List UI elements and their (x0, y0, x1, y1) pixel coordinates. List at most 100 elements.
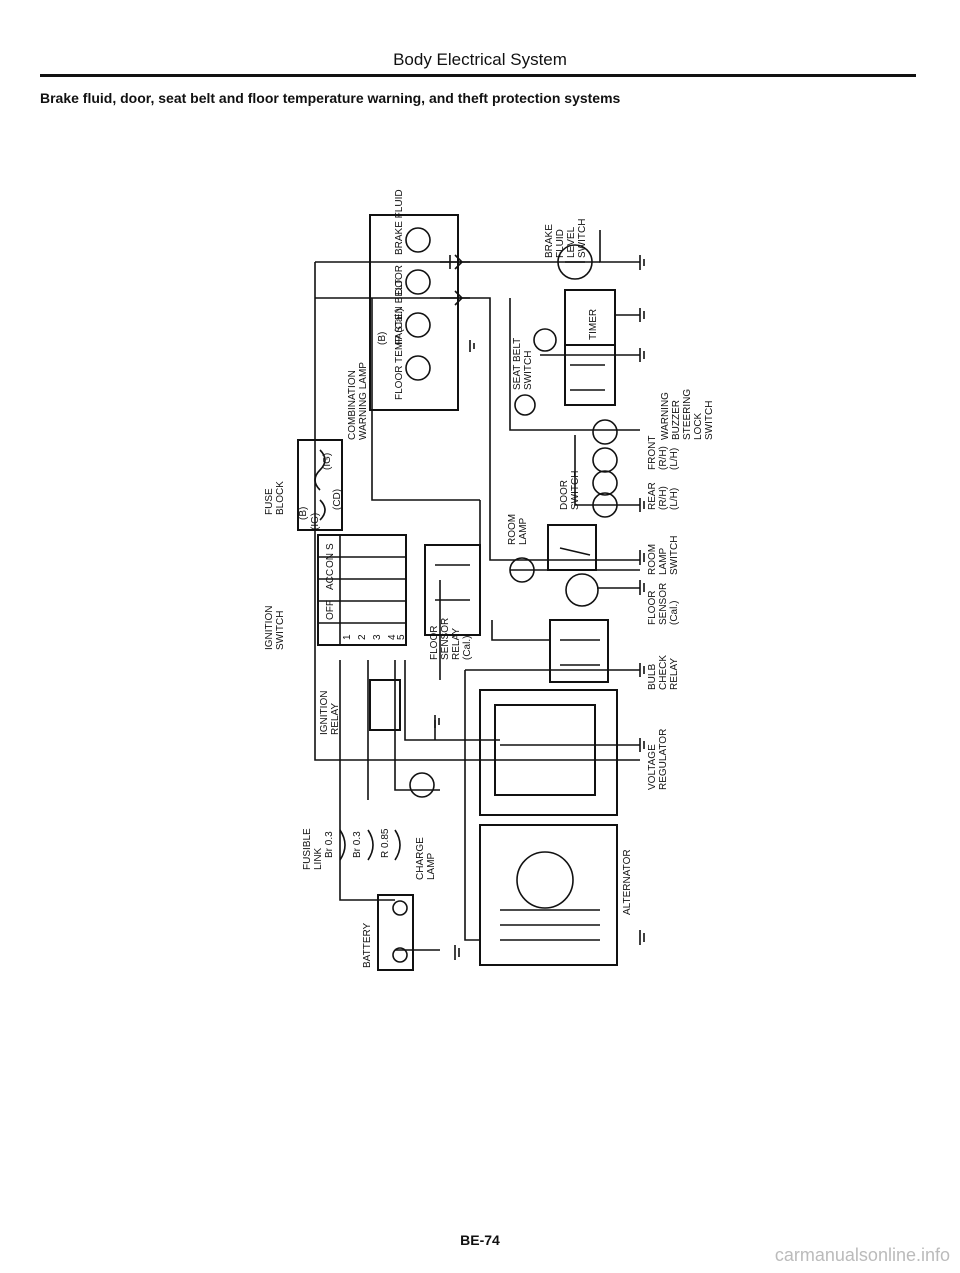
label-voltage-reg-1: VOLTAGE (647, 744, 658, 790)
svg-text:(IG): (IG) (310, 513, 321, 530)
svg-text:2: 2 (357, 634, 368, 640)
svg-text:SWITCH: SWITCH (570, 471, 581, 510)
label-front-3: (L/H) (669, 448, 680, 470)
label-ign-row-1: 1 (342, 634, 353, 640)
label-alternator: ALTERNATOR (622, 849, 633, 915)
svg-text:SWITCH: SWITCH (577, 219, 588, 258)
svg-text:LAMP: LAMP (658, 547, 669, 575)
svg-text:WARNING LAMP: WARNING LAMP (358, 362, 369, 440)
svg-text:LAMP: LAMP (426, 852, 437, 880)
svg-text:ACC: ACC (325, 569, 336, 590)
svg-text:FLOOR TEMP (Cal.): FLOOR TEMP (Cal.) (394, 308, 405, 400)
svg-text:IGNITION: IGNITION (264, 606, 275, 650)
floor-sensor-relay (424, 544, 481, 636)
label-fuse-cd: (CD) (332, 489, 343, 510)
svg-text:DOOR: DOOR (559, 480, 570, 510)
floor-sensor-icon (565, 573, 599, 607)
room-lamp-icon (509, 557, 535, 583)
label-fusible-val-1: Br 0.3 (324, 831, 335, 858)
label-seat-belt-1: SEAT BELT (512, 338, 523, 390)
charge-lamp-icon (409, 772, 435, 798)
svg-text:ROOM: ROOM (507, 514, 518, 545)
label-brake-fluid-2: FLUID (555, 229, 566, 258)
label-fuse-b: (B) (298, 507, 309, 520)
ignition-switch-table (317, 534, 407, 646)
ground-symbols (434, 255, 645, 960)
label-floor-relay-4: (Cal.) (462, 636, 473, 660)
label-fusible-2: LINK (313, 847, 324, 870)
label-ign-off: OFF (325, 600, 336, 620)
svg-text:COMBINATION: COMBINATION (347, 370, 358, 440)
label-segment-door: DOOR (394, 265, 405, 295)
label-rear-3: (L/H) (669, 488, 680, 510)
svg-text:(L/H): (L/H) (669, 448, 680, 470)
svg-text:DOOR: DOOR (394, 265, 405, 295)
label-warning-3: STEERING (682, 389, 693, 440)
header-rule (40, 74, 916, 77)
svg-text:LINK: LINK (313, 847, 324, 870)
svg-text:SEAT BELT: SEAT BELT (512, 338, 523, 390)
svg-text:FRONT: FRONT (647, 436, 658, 470)
label-fusible-1: FUSIBLE (302, 828, 313, 870)
label-bulb-check-2: CHECK (658, 655, 669, 690)
svg-text:OFF: OFF (325, 600, 336, 620)
svg-text:STEERING: STEERING (682, 389, 693, 440)
label-ign-relay-2: RELAY (330, 703, 341, 735)
svg-text:BRAKE: BRAKE (544, 224, 555, 258)
svg-text:SWITCH: SWITCH (704, 401, 715, 440)
svg-text:LEVEL: LEVEL (566, 226, 577, 258)
watermark: carmanualsonline.info (774, 1245, 950, 1265)
label-front-2: (R/H) (658, 446, 669, 470)
svg-text:Br 0.3: Br 0.3 (352, 831, 363, 858)
svg-text:SWITCH: SWITCH (523, 351, 534, 390)
label-combination-2: WARNING LAMP (358, 362, 369, 440)
label-ign-on: ON (325, 553, 336, 568)
svg-text:ON: ON (325, 553, 336, 568)
room-lamp-switch (547, 524, 597, 571)
label-bulb-check-1: BULB (647, 664, 658, 690)
svg-text:(L/H): (L/H) (669, 488, 680, 510)
fusible-links (339, 829, 401, 861)
label-charge-lamp-2: LAMP (426, 852, 437, 880)
svg-text:(CD): (CD) (332, 489, 343, 510)
svg-text:BUZZER: BUZZER (671, 400, 682, 440)
label-floor-sensor-2: SENSOR (658, 583, 669, 625)
label-front-1: FRONT (647, 436, 658, 470)
label-ign-row-3: 3 (372, 634, 383, 640)
svg-text:(R/H): (R/H) (658, 486, 669, 510)
svg-text:FASTEN BELT: FASTEN BELT (394, 279, 405, 345)
svg-text:FUSE: FUSE (264, 488, 275, 515)
svg-text:TIMER: TIMER (588, 309, 599, 340)
svg-text:(Cal.): (Cal.) (462, 636, 473, 660)
label-seat-belt-2: SWITCH (523, 351, 534, 390)
svg-text:CHARGE: CHARGE (415, 837, 426, 880)
label-brake-fluid-1: BRAKE (544, 224, 555, 258)
svg-text:BATTERY: BATTERY (362, 922, 373, 968)
svg-text:FLUID: FLUID (555, 229, 566, 258)
svg-text:REAR: REAR (647, 482, 658, 510)
bulb-check-relay (549, 619, 609, 683)
page-header: Body Electrical System (393, 50, 567, 69)
svg-text:R 0.85: R 0.85 (380, 828, 391, 858)
svg-text:WARNING: WARNING (660, 392, 671, 440)
label-fusible-val-3: R 0.85 (380, 828, 391, 858)
label-ign-s: S (325, 543, 336, 550)
label-floor-relay-1: FLOOR (429, 626, 440, 660)
label-warning-5: SWITCH (704, 401, 715, 440)
svg-text:(IG): (IG) (322, 453, 333, 470)
label-rear-1: REAR (647, 482, 658, 510)
svg-text:LOCK: LOCK (693, 412, 704, 440)
svg-text:RELAY: RELAY (669, 658, 680, 690)
svg-text:S: S (325, 543, 336, 550)
label-battery: BATTERY (362, 922, 373, 968)
svg-text:SENSOR: SENSOR (658, 583, 669, 625)
label-lamp-b: (B) (377, 332, 388, 345)
component-labels: BRAKE FLUID LEVEL SWITCH TIMER COMBINATI… (264, 189, 715, 968)
svg-text:FUSIBLE: FUSIBLE (302, 828, 313, 870)
label-floor-relay-2: SENSOR (440, 618, 451, 660)
svg-text:FLOOR: FLOOR (647, 591, 658, 625)
svg-text:FLOOR: FLOOR (429, 626, 440, 660)
warning-buzzer (564, 344, 616, 406)
label-warning-2: BUZZER (671, 400, 682, 440)
